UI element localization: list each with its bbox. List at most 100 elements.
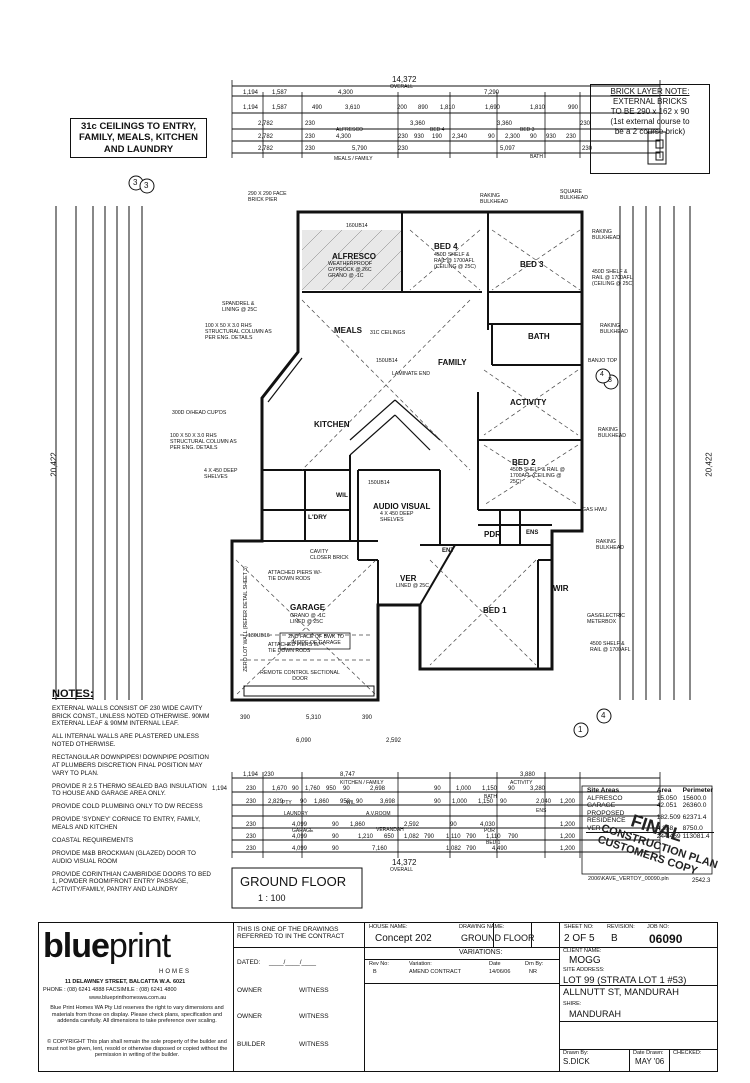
bot-dim-r5-11: 790	[508, 834, 519, 840]
areas-cell: 182.509	[656, 813, 681, 821]
room-meals: MEALS	[334, 326, 362, 335]
areas-cell: 244.469	[656, 833, 681, 841]
bot-dim-r6-6: 790	[466, 846, 477, 852]
top-dim-r3-3: 3,360	[410, 121, 426, 127]
top-dim-r5-6: 230	[582, 146, 593, 152]
bot-dim-r4-2: 4,099	[292, 822, 308, 828]
bot-label-verandah: VERANDAH	[376, 827, 404, 833]
top-dim-r4-10: 90	[530, 134, 537, 140]
top-dim-r5-1: 2,782	[258, 146, 274, 152]
dated-value: ____/____/____	[269, 959, 316, 966]
company-disclaimer: Blue Print Homes WA Pty Ltd reserves the…	[50, 1005, 224, 1025]
bot-dim-r2-5: 1,760	[305, 786, 321, 792]
date-label: Date Drawn:	[633, 1050, 664, 1056]
bot-dim-r2-11: 1,150	[482, 786, 498, 792]
var-col-variation: Variation:	[409, 961, 432, 967]
brick-pier-note: 290 X 290 FACE BRICK PIER	[248, 191, 287, 203]
note-item: PROVIDE R 2.5 THERMO SEALED BAG INSULATI…	[52, 782, 207, 798]
note-item: PROVIDE COLD PLUMBING ONLY TO DW RECESS	[52, 803, 203, 811]
sheet-no-label: SHEET No:	[564, 924, 594, 930]
areas-cell: 15.050	[656, 794, 677, 802]
top-dim-3: 4,300	[338, 90, 354, 96]
bot-dim-r3-12: 2,040	[536, 799, 552, 805]
room-family: FAMILY	[438, 358, 467, 367]
room-alfresco: ALFRESCO	[332, 252, 376, 261]
bot-dim-r3-10: 1,150	[478, 799, 494, 805]
room-bed2: BED 2	[512, 458, 536, 467]
left-overall-dim: 20,422	[49, 452, 59, 477]
var-row-rev: B	[373, 969, 377, 975]
bot-dim-r1-2: 230	[264, 772, 275, 778]
room-bed1: BED 1	[483, 606, 507, 615]
room-ens: ENS	[526, 530, 539, 536]
var-row-drn: NR	[529, 969, 537, 975]
areas-cell: 62371.4	[682, 813, 707, 821]
raking-bulkhead-3: RAKING BULKHEAD	[600, 323, 628, 335]
note-item: PROVIDE CORINTHIAN CAMBRIDGE DOORS TO BE…	[52, 870, 211, 894]
top-dim-r4-5: 930	[414, 134, 425, 140]
room-wir: WIR	[553, 584, 569, 593]
top-dim-r2-6: 890	[418, 105, 429, 111]
bot-dim-r4-8: 1,200	[560, 822, 576, 828]
bot-dim-r3-2: 2,829	[268, 799, 284, 805]
top-dim-4: 7,290	[484, 90, 500, 96]
beam-label-1: 160UB14	[346, 223, 368, 229]
site-label: SITE ADDRESS:	[563, 967, 605, 973]
bot-label-pty: PTY	[282, 800, 292, 806]
top-dim-r5-2: 230	[305, 146, 316, 152]
bot-dim-r6-2: 4,099	[292, 846, 308, 852]
areas-cell: 42.051	[656, 802, 677, 810]
bot-dim-r2-10: 1,000	[456, 786, 472, 792]
bot-dim-r3-6: 90	[356, 799, 363, 805]
top-dim-r3-4: 3,360	[497, 121, 513, 127]
garage-right-dim: 390	[362, 715, 373, 721]
garage-total-dim: 6,090	[296, 738, 312, 744]
bot-label-por: POR	[484, 828, 495, 834]
brick-layer-note: BRICK LAYER NOTE: EXTERNAL BRICKS TO BE …	[590, 84, 710, 174]
note-item: COASTAL REQUIREMENTS	[52, 836, 134, 844]
attached-piers-1: ATTACHED PIERS W/- TIE DOWN RODS	[268, 570, 322, 582]
areas-header-perimeter: Perimeter	[682, 787, 713, 794]
room-ent: ENT	[442, 548, 454, 554]
bot-label-bath: BATH	[484, 794, 497, 800]
bed4-detail: 450D SHELF & RAIL @ 1700AFL (CEILING @ 2…	[434, 252, 476, 270]
bot-dim-r1-4: 3,880	[520, 772, 536, 778]
date-drawn: MAY '06	[635, 1057, 665, 1066]
top-dim-r2-8: 1,690	[485, 105, 501, 111]
bottom-overall-word: OVERALL	[390, 867, 414, 873]
rhs-note-1: 100 x 50 x 3.0 RHS STRUCTURAL COLUMN AS …	[205, 323, 272, 341]
top-dim-r4-2: 230	[305, 134, 316, 140]
top-dim-r2-3: 490	[312, 105, 323, 111]
top-overall-dim: 14,372	[392, 75, 417, 84]
top-dim-r4-8: 90	[488, 134, 495, 140]
drawing-name-label: DRAWING NAME:	[459, 924, 505, 930]
top-dim-r3-1: 2,782	[258, 121, 274, 127]
bot-dim-r5-5: 650	[384, 834, 395, 840]
bot-dim-r1-1: 1,194	[243, 772, 259, 778]
bot-dim-r5-1: 230	[246, 834, 257, 840]
bot-dim-r5-8: 1,110	[446, 834, 461, 840]
bot-dim-r3-1: 230	[246, 799, 257, 805]
section-mark-3: 4	[600, 371, 604, 378]
bot-dim-r5-6: 1,082	[404, 834, 420, 840]
bot-dim-r3-8: 90	[434, 799, 441, 805]
beam-label-3: 180UB16	[248, 633, 270, 639]
remote-door-note: REMOTE CONTROL SECTIONAL DOOR	[260, 670, 340, 682]
top-label-meals-family: MEALS / FAMILY	[334, 156, 373, 162]
bot-dim-r2-12: 90	[508, 786, 515, 792]
bed2-detail: 450D SHELF & RAIL @ 1700AFL (CEILING @ 2…	[510, 467, 565, 485]
section-mark-2: 3	[144, 181, 149, 190]
bot-dim-r5-10: 1,110	[486, 834, 501, 840]
room-laundry: L'DRY	[308, 514, 327, 521]
spandrel-note: SPANDREL & LINING @ 25c	[222, 301, 257, 313]
builder-label: BUILDER	[237, 1041, 266, 1048]
top-label-bed3: BED 3	[520, 127, 535, 133]
job-no: 06090	[649, 932, 683, 946]
bot-dim-r4-6: 90	[450, 822, 457, 828]
bed1-shelf-note: 4500 SHELF & RAIL @ 1700AFL	[590, 641, 631, 653]
bot-dim-r6-3: 90	[332, 846, 339, 852]
sheet-no: 2 OF 5	[564, 933, 595, 944]
shire: MANDURAH	[569, 1009, 622, 1019]
bot-dim-r4-3: 90	[332, 822, 339, 828]
